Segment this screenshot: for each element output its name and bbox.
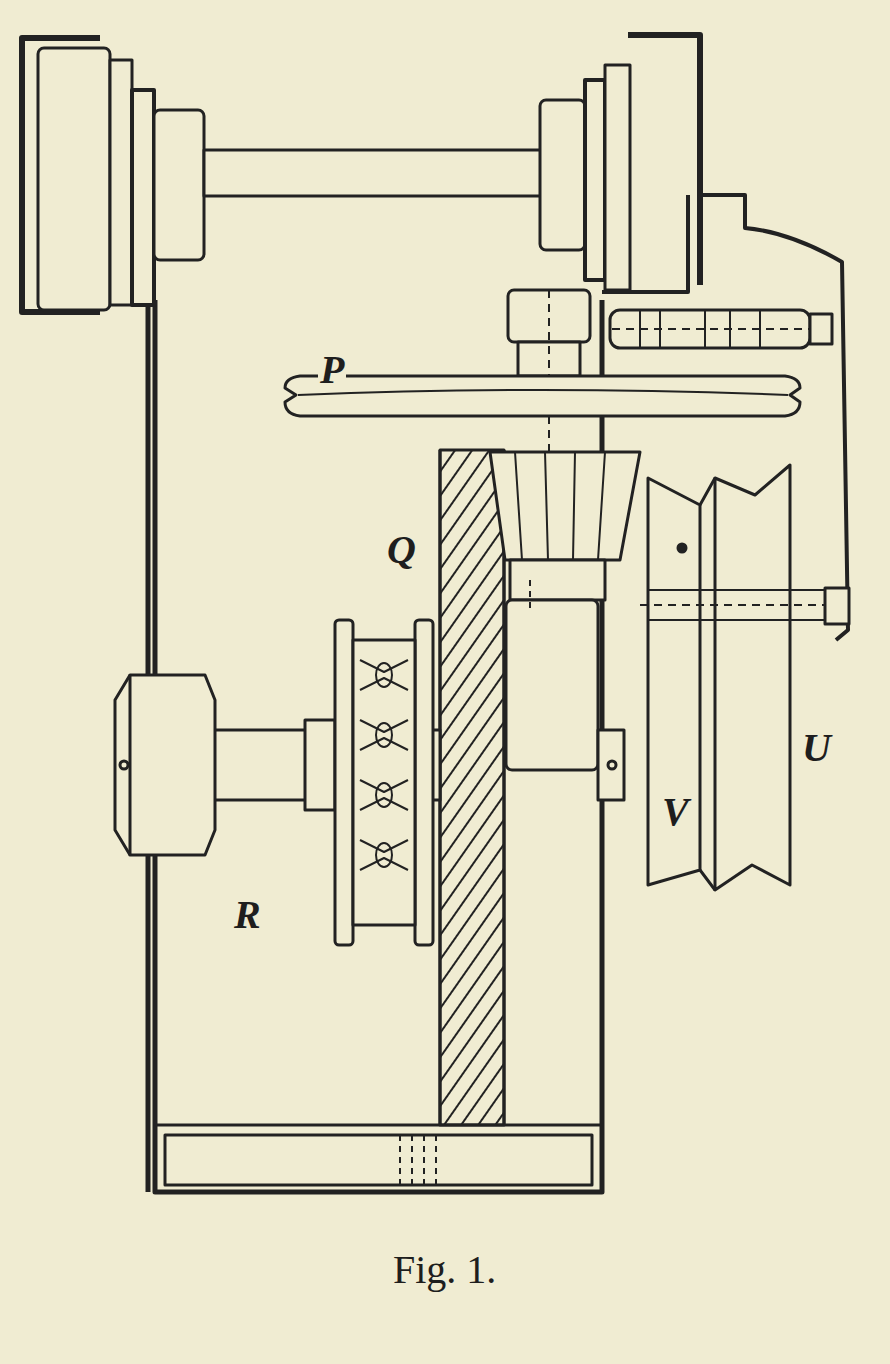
part-label: P	[318, 350, 346, 390]
figure-caption: Fig. 1.	[391, 1250, 498, 1290]
part-label: U	[800, 728, 833, 768]
part-label: V	[660, 792, 691, 832]
part-label: Q	[385, 530, 418, 570]
part-label: R	[232, 895, 263, 935]
